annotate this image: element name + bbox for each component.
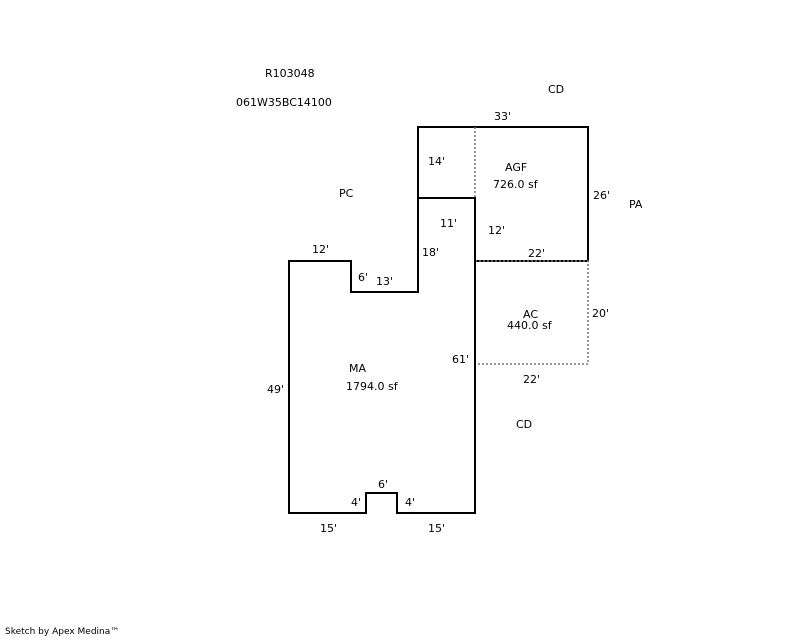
dim-agf-right: 26' — [593, 189, 610, 202]
dim-ma-step-vertical: 18' — [422, 246, 439, 259]
pa-label: PA — [629, 198, 643, 211]
pc-label: PC — [339, 187, 354, 200]
dim-ma-notch-horizontal: 13' — [376, 275, 393, 288]
dim-ac-bottom: 22' — [523, 373, 540, 386]
dim-bump-right: 4' — [405, 496, 415, 509]
agf-area: 726.0 sf — [493, 178, 539, 191]
dim-agf-top: 33' — [494, 110, 511, 123]
ac-area: 440.0 sf — [507, 319, 553, 332]
ma-area: 1794.0 sf — [346, 380, 399, 393]
dim-agf-inner-horizontal: 11' — [440, 217, 457, 230]
dim-bump-top: 6' — [378, 478, 388, 491]
dim-ma-notch-vertical: 6' — [358, 271, 368, 284]
map-number: 061W35BC14100 — [236, 96, 332, 109]
dim-agf-left-upper: 14' — [428, 155, 445, 168]
cd-label-top: CD — [548, 83, 564, 96]
parcel-id: R103048 — [265, 67, 315, 80]
dim-ma-bottom-left: 15' — [320, 522, 337, 535]
agf-code: AGF — [505, 161, 527, 174]
dim-ma-left: 49' — [267, 383, 284, 396]
dim-ma-bottom-right: 15' — [428, 522, 445, 535]
agf-outline — [417, 126, 589, 262]
ma-outline — [288, 197, 476, 514]
dim-agf-bottom: 22' — [528, 247, 545, 260]
ma-code: MA — [349, 362, 366, 375]
dim-ac-right: 20' — [592, 307, 609, 320]
ac-outline — [475, 260, 589, 365]
dim-bump-left: 4' — [351, 496, 361, 509]
dim-ma-right: 61' — [452, 353, 469, 366]
dim-ma-top-left: 12' — [312, 243, 329, 256]
sketch-credit: Sketch by Apex Medina™ — [5, 627, 120, 637]
dim-agf-inner-vertical: 12' — [488, 224, 505, 237]
cd-label-bottom: CD — [516, 418, 532, 431]
ac-code: AC — [523, 308, 538, 321]
